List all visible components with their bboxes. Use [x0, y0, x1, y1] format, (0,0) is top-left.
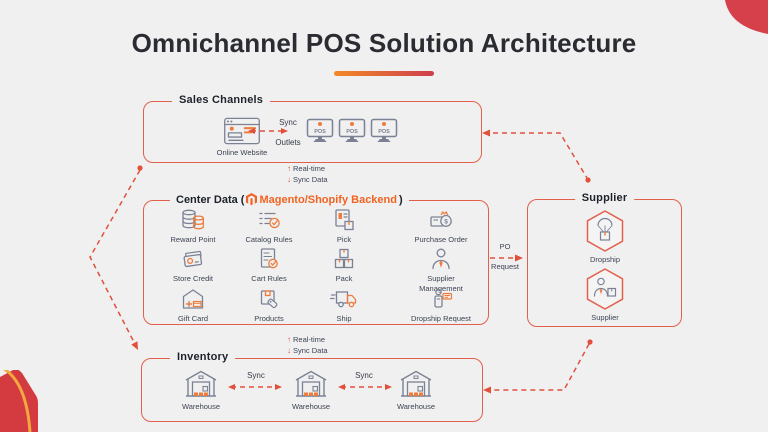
page-title: Omnichannel POS Solution Architecture — [131, 28, 637, 58]
dropship-request-icon — [434, 288, 453, 308]
gift-card-icon — [182, 289, 204, 309]
sync-data-label: Sync Data — [293, 175, 328, 184]
feature-purchase-order: $ Purchase Order — [408, 208, 474, 245]
supplier-node-label: Supplier — [591, 313, 619, 322]
reward-point-icon — [182, 209, 204, 230]
feature-label: Ship — [336, 314, 352, 323]
warehouse-node: Warehouse — [161, 369, 241, 412]
feature-dropship-request: Dropship Request — [396, 287, 486, 324]
realtime-sync-link-bottom: ↑Real-time ↓Sync Data — [287, 334, 377, 356]
warehouse-node: Warehouse — [376, 369, 456, 412]
center-data-label: Center Data ( Magento/Shopify Backend) — [170, 193, 409, 206]
feature-label: Gift Card — [177, 314, 208, 323]
dropship-label: Dropship — [589, 255, 620, 264]
pos-terminal: POS — [337, 118, 367, 150]
pos-terminal: POS — [305, 118, 335, 150]
magento-logo-icon — [246, 193, 258, 206]
center-data-box: Center Data ( Magento/Shopify Backend) — [143, 193, 489, 325]
supplier-management-icon — [432, 248, 450, 270]
pos-monitor-icon: POS — [338, 118, 366, 142]
feature-label: Pick — [336, 235, 352, 244]
supplier-box: Supplier Dropship Suppli — [527, 192, 682, 327]
po-request-label-line2: Request — [491, 262, 519, 271]
pack-icon — [334, 248, 354, 269]
feature-cart-rules: Cart Rules — [224, 247, 314, 284]
feature-label: Pack — [335, 274, 353, 283]
feature-catalog-rules: Catalog Rules — [224, 208, 314, 245]
feature-gift-card: Gift Card — [148, 287, 238, 324]
feature-supplier-management: Supplier Management — [408, 247, 474, 294]
warehouse-icon — [185, 370, 217, 397]
realtime-label: Real-time — [293, 335, 326, 344]
sales-channels-box: Sales Channels Online Website Sync Outle… — [143, 94, 482, 163]
feature-label: Supplier Management — [419, 274, 463, 293]
down-arrow-icon: ↓ — [287, 175, 291, 184]
catalog-rules-icon — [259, 212, 280, 229]
center-data-title-prefix: Center Data ( — [176, 193, 245, 206]
warehouse-icon — [400, 370, 432, 397]
inventory-label: Inventory — [170, 351, 236, 363]
pos-terminal: POS — [369, 118, 399, 150]
svg-text:POS: POS — [346, 129, 358, 135]
products-icon — [260, 290, 278, 309]
supplier-node-supplier: Supplier — [584, 268, 626, 323]
outlets-label: Outlets — [275, 138, 301, 147]
feature-label: Store Credit — [172, 274, 214, 283]
svg-text:$: $ — [444, 219, 448, 226]
realtime-label: Real-time — [293, 164, 326, 173]
feature-reward-point: Reward Point — [148, 208, 238, 245]
feature-store-credit: Store Credit — [148, 247, 238, 284]
inventory-box: Inventory Warehouse Sync Wareh — [141, 351, 483, 422]
center-data-title-suffix: ) — [399, 193, 403, 206]
warehouse-node: Warehouse — [271, 369, 351, 412]
warehouse-label: Warehouse — [396, 402, 436, 411]
feature-label: Reward Point — [170, 235, 216, 244]
supplier-label: Supplier — [574, 192, 635, 204]
connector-supplier-to-inventory — [485, 343, 590, 391]
dropship-hexagon-icon — [586, 210, 624, 252]
sync-label: Sync — [279, 118, 297, 127]
feature-label: Products — [254, 314, 284, 323]
supplier-hexagon-icon — [586, 268, 624, 310]
supplier-node-dropship: Dropship — [584, 210, 626, 265]
sync-label: Sync — [355, 371, 373, 380]
sync-data-label: Sync Data — [293, 346, 328, 355]
feature-label: Purchase Order — [414, 235, 468, 244]
ship-truck-icon — [330, 291, 357, 308]
warehouse-icon — [295, 370, 327, 397]
feature-label: Catalog Rules — [245, 235, 293, 244]
po-request-label-line1: PO — [499, 242, 511, 251]
cart-rules-icon — [260, 248, 278, 269]
feature-pick: Pick — [299, 208, 389, 245]
pick-icon — [335, 209, 354, 231]
feature-label: Cart Rules — [251, 274, 287, 283]
title-underline — [334, 71, 434, 76]
warehouse-label: Warehouse — [291, 402, 331, 411]
feature-pack: Pack — [299, 247, 389, 284]
corner-blob-bottom-left — [0, 370, 38, 432]
online-website-label: Online Website — [216, 148, 268, 157]
up-arrow-icon: ↑ — [287, 335, 291, 344]
connector-supplier-to-sales — [484, 132, 588, 179]
pos-monitor-icon: POS — [306, 118, 334, 142]
connector-sales-to-inventory — [89, 169, 141, 347]
feature-products: Products — [224, 287, 314, 324]
warehouse-label: Warehouse — [181, 402, 221, 411]
feature-ship: Ship — [299, 287, 389, 324]
store-credit-icon — [183, 250, 203, 268]
sales-channels-label: Sales Channels — [172, 94, 271, 106]
browser-icon — [224, 117, 260, 145]
svg-text:POS: POS — [378, 129, 390, 135]
realtime-sync-link-top: ↑Real-time ↓Sync Data — [287, 163, 377, 185]
center-data-title-highlight: Magento/Shopify Backend — [259, 193, 397, 206]
sync-label: Sync — [247, 371, 265, 380]
svg-text:POS: POS — [314, 129, 326, 135]
down-arrow-icon: ↓ — [287, 346, 291, 355]
up-arrow-icon: ↑ — [287, 164, 291, 173]
pos-monitor-icon: POS — [370, 118, 398, 142]
feature-label: Dropship Request — [410, 314, 472, 323]
purchase-order-icon: $ — [430, 211, 452, 227]
